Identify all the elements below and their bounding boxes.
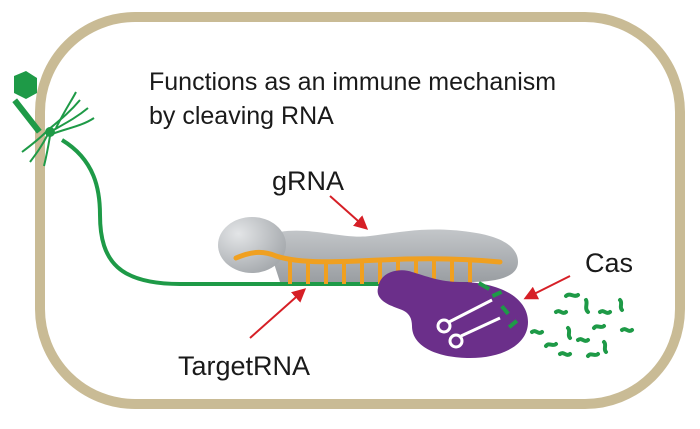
cut-fragments	[477, 281, 519, 329]
target-rna-strand	[60, 138, 470, 286]
caption-line-2: by cleaving RNA	[149, 102, 334, 130]
scissors-icon	[436, 298, 501, 349]
target-rna-label: TargetRNA	[178, 351, 310, 381]
cas-arrow	[523, 275, 571, 300]
bacteriophage-icon	[12, 71, 95, 167]
grna-label: gRNA	[272, 166, 344, 196]
grna-arrow	[329, 195, 369, 230]
cas-label: Cas	[585, 248, 633, 278]
grna-complex	[218, 217, 518, 284]
target-rna-arrow	[249, 288, 307, 339]
cleaved-rna-fragments	[530, 292, 634, 358]
cas-protein	[377, 270, 528, 358]
caption-line-1: Functions as an immune mechanism	[149, 68, 556, 96]
